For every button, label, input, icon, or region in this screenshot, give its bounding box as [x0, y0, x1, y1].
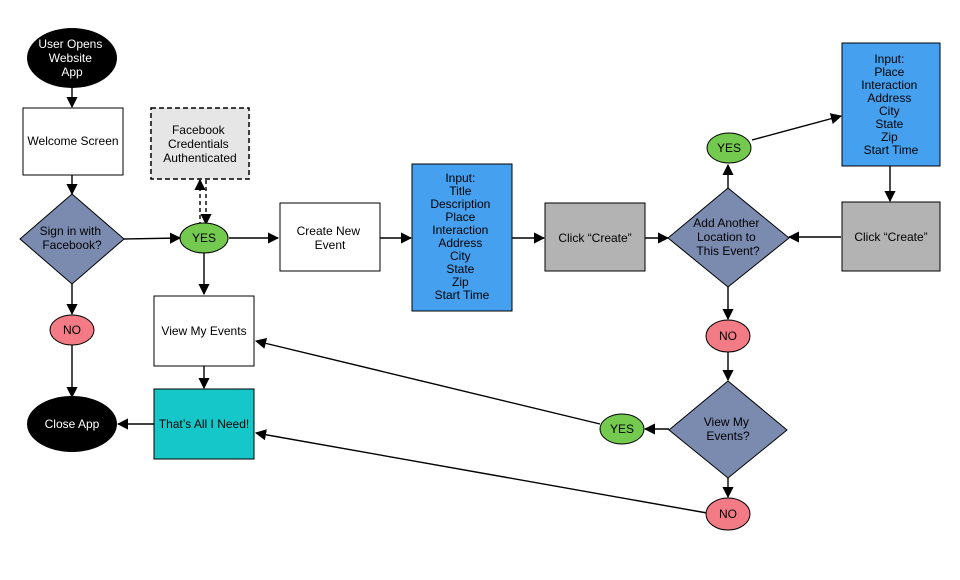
no-badge-2-shape — [705, 319, 751, 353]
view-my-events-box — [153, 295, 255, 367]
close-app-label: Close App — [45, 417, 100, 431]
facebook-credentials-box — [150, 107, 250, 180]
view-my-events-diamond — [668, 380, 788, 479]
view-my-events-node: View My Events — [153, 295, 255, 367]
sign-in-decision: Sign in with Facebook? — [19, 193, 125, 285]
yes-badge-3-shape — [599, 413, 645, 445]
create-new-event-label: Create New Event — [297, 224, 364, 252]
create-new-event-node: Create New Event — [279, 202, 381, 272]
connectors — [66, 88, 896, 514]
location-input-node: Input: Place Interaction Address City St… — [841, 42, 941, 167]
no-badge-1-label: NO — [63, 323, 81, 337]
yes-badge-1-shape — [179, 222, 229, 254]
yes-badge-2-shape — [706, 132, 752, 164]
yes-badge-3: YES — [599, 413, 645, 445]
click-create-label-2: Click “Create” — [854, 230, 927, 244]
view-my-events-label: View My Events — [161, 324, 246, 338]
arrow-no3-to-thatsall — [254, 429, 708, 514]
view-my-events-decision: View My Events? — [668, 380, 788, 479]
no-badge-2-label: NO — [719, 329, 737, 343]
yes-badge-2-label: YES — [717, 141, 741, 155]
no-badge-1: NO — [49, 314, 95, 346]
no-badge-2: NO — [705, 319, 751, 353]
no-badge-3: NO — [705, 497, 751, 531]
arrow-signin-to-yes1 — [123, 232, 182, 244]
welcome-screen-label: Welcome Screen — [27, 134, 118, 148]
thats-all-i-need-box — [153, 388, 255, 460]
welcome-screen-node: Welcome Screen — [22, 107, 124, 176]
sign-in-label: Sign in with Facebook? — [40, 224, 105, 252]
click-create-box-2 — [841, 201, 941, 272]
facebook-credentials-node: Facebook Credentials Authenticated — [150, 107, 250, 180]
yes-badge-3-label: YES — [610, 422, 634, 436]
arrow-yes2-to-input2 — [751, 113, 843, 141]
close-app-shape — [27, 396, 117, 452]
no-badge-3-shape — [705, 497, 751, 531]
create-new-event-box — [279, 202, 381, 272]
add-another-location-label: Add Another Location to This Event? — [693, 216, 762, 258]
click-create-label-1: Click “Create” — [558, 231, 631, 245]
yes-badge-2: YES — [706, 132, 752, 164]
location-input-box — [841, 42, 941, 167]
add-another-location-diamond — [667, 187, 790, 288]
click-create-node-2: Click “Create” — [841, 201, 941, 272]
no-badge-3-label: NO — [719, 507, 737, 521]
yes-badge-1: YES — [179, 222, 229, 254]
facebook-credentials-label: Facebook Credentials Authenticated — [163, 123, 236, 165]
click-create-box-1 — [544, 202, 646, 272]
start-shape — [27, 28, 117, 88]
event-input-box — [411, 163, 513, 312]
event-input-label: Input: Title Description Place Interacti… — [430, 171, 493, 302]
start-label: User Opens Website App — [38, 37, 105, 79]
yes-badge-1-label: YES — [192, 231, 216, 245]
click-create-node-1: Click “Create” — [544, 202, 646, 272]
close-app-node: Close App — [27, 396, 117, 452]
arrow-yes3-to-viewmyevents — [254, 337, 601, 425]
view-my-events-decision-label: View My Events? — [704, 415, 752, 443]
start-node: User Opens Website App — [27, 28, 117, 88]
no-badge-1-shape — [49, 314, 95, 346]
thats-all-i-need-node: That’s All I Need! — [153, 388, 255, 460]
sign-in-diamond — [19, 193, 125, 285]
location-input-label: Input: Place Interaction Address City St… — [861, 52, 920, 157]
add-another-location-decision: Add Another Location to This Event? — [667, 187, 790, 288]
event-input-node: Input: Title Description Place Interacti… — [411, 163, 513, 312]
thats-all-i-need-label: That’s All I Need! — [159, 417, 250, 431]
welcome-screen-box — [22, 107, 124, 176]
